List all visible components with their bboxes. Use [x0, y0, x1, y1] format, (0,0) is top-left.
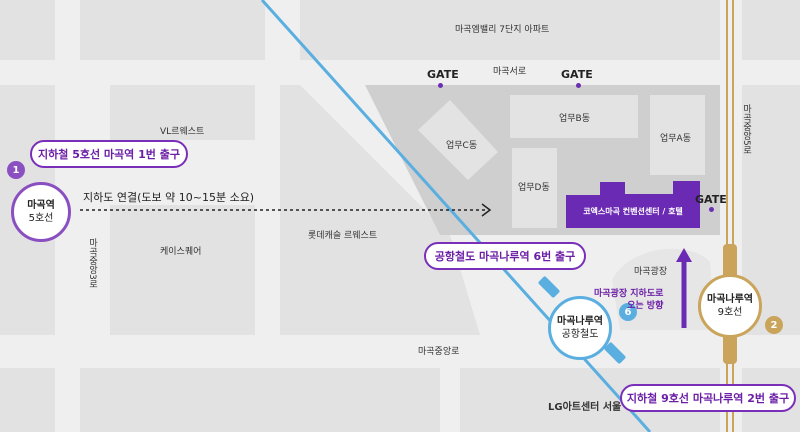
exit-1-callout: 지하철 5호선 마곡역 1번 출구 [30, 140, 188, 168]
magoknaru-line9-station: 마곡나루역 9호선 [698, 274, 762, 338]
magoknaru-airport-name: 마곡나루역 [557, 316, 603, 327]
airport-exit-ramp-2 [604, 342, 626, 364]
block-apartment [300, 0, 720, 60]
block-bottom-left [0, 368, 55, 432]
apartment-label: 마곡엠밸리 7단지 아파트 [455, 25, 550, 35]
plaza-shape [612, 248, 715, 330]
building-d-label: 업무D동 [518, 183, 550, 193]
magok-station: 마곡역 5호선 [11, 182, 71, 242]
block-bottom-mid [80, 368, 440, 432]
block-top-left [0, 0, 55, 60]
exit-6-callout: 공항철도 마곡나루역 6번 출구 [424, 242, 586, 270]
block-case-square [110, 205, 255, 335]
gate-label-1: GATE [427, 68, 459, 81]
building-c-label: 업무C동 [446, 141, 478, 151]
building-a-label: 업무A동 [660, 134, 691, 144]
lg-arts-label: LG아트센터 서울 [548, 402, 622, 413]
gate-label-3: GATE [695, 193, 727, 206]
block-top-left-2 [80, 0, 265, 60]
building-d-shape [512, 148, 557, 228]
magok-station-name: 마곡역 [27, 200, 55, 211]
block-top-right [742, 0, 800, 60]
airport-line [260, 0, 652, 432]
building-c-shape [418, 100, 498, 180]
magoknaru-airport-line: 공항철도 [561, 329, 599, 340]
underpass-note: 마곡광장 지하도로 오는 방향 [594, 288, 663, 312]
vl-west-label: VL르웨스트 [160, 127, 205, 137]
exit-2-badge: 2 [765, 316, 783, 334]
exit-6-badge: 6 [619, 303, 637, 321]
magok-jungang-label: 마곡중앙로 [418, 347, 460, 357]
underpass-arrowhead [676, 248, 692, 262]
gate-dot-2 [576, 83, 581, 88]
exit-2-callout: 지하철 9호선 마곡나루역 2번 출구 [620, 384, 796, 412]
underpass-note-line1: 마곡광장 지하도로 [594, 289, 664, 299]
walkway-label: 지하도 연결(도보 약 10~15분 소요) [83, 191, 255, 204]
building-b-shape [510, 95, 638, 138]
gate-dot-1 [438, 83, 443, 88]
magoknaru-line9-name: 마곡나루역 [707, 294, 753, 305]
case-square-label: 케이스퀘어 [160, 247, 202, 257]
walkway-arrowhead [481, 203, 492, 217]
gate-label-2: GATE [561, 68, 593, 81]
airport-exit-ramp-1 [538, 276, 560, 298]
magok-jungang-5-label: 마곡중앙5로 [741, 104, 751, 155]
magok-jungang-3-label: 마곡중앙3로 [87, 238, 97, 289]
lotte-castle-label: 롯데캐슬 르웨스트 [308, 231, 378, 241]
magok-seoro-label: 마곡서로 [493, 67, 527, 77]
exit-1-badge: 1 [7, 161, 25, 179]
gate-dot-3 [709, 207, 714, 212]
magok-station-line: 5호선 [28, 213, 54, 224]
building-b-label: 업무B동 [559, 114, 591, 124]
building-convention-shape [566, 181, 700, 228]
plaza-label: 마곡광장 [634, 267, 668, 277]
block-vl-west [110, 85, 255, 140]
underpass-note-line2: 오는 방향 [627, 301, 664, 312]
magoknaru-airport-station: 마곡나루역 공항철도 [548, 296, 612, 360]
building-a-shape [650, 95, 705, 175]
magoknaru-line9-line: 9호선 [717, 307, 743, 318]
convention-hotel-label: 코엑스마곡 컨벤션센터 / 호텔 [583, 207, 683, 216]
